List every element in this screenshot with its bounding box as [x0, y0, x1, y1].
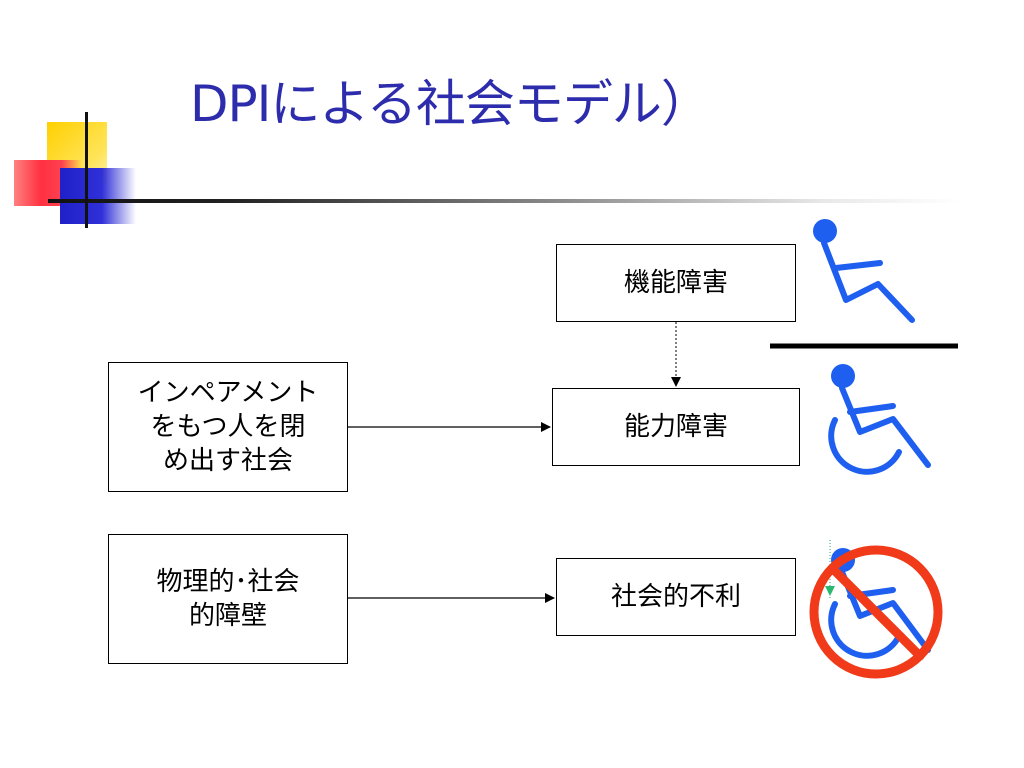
title-divider-line: [48, 199, 960, 203]
decor-blue-square: [60, 168, 136, 224]
wheelchair-figure-icon: [813, 219, 915, 323]
page-title: DPIによる社会モデル）: [190, 75, 711, 133]
box-functional-impairment: 機能障害: [556, 244, 796, 322]
box-barriers: 物理的･社会 的障壁: [108, 534, 348, 664]
box-excluding-society-label: インペアメント をもつ人を閉 め出す社会: [137, 378, 319, 476]
box-barriers-label: 物理的･社会 的障壁: [156, 567, 300, 631]
box-functional-impairment-label: 機能障害: [623, 268, 728, 298]
box-social-handicap: 社会的不利: [556, 558, 796, 636]
box-disability: 能力障害: [552, 388, 800, 466]
no-wheelchair-icon: [809, 540, 943, 679]
box-excluding-society: インペアメント をもつ人を閉 め出す社会: [108, 362, 348, 492]
box-social-handicap-label: 社会的不利: [610, 582, 741, 612]
box-disability-label: 能力障害: [623, 412, 728, 442]
wheelchair-icon: [828, 364, 931, 475]
decor-vertical-line: [85, 112, 88, 228]
